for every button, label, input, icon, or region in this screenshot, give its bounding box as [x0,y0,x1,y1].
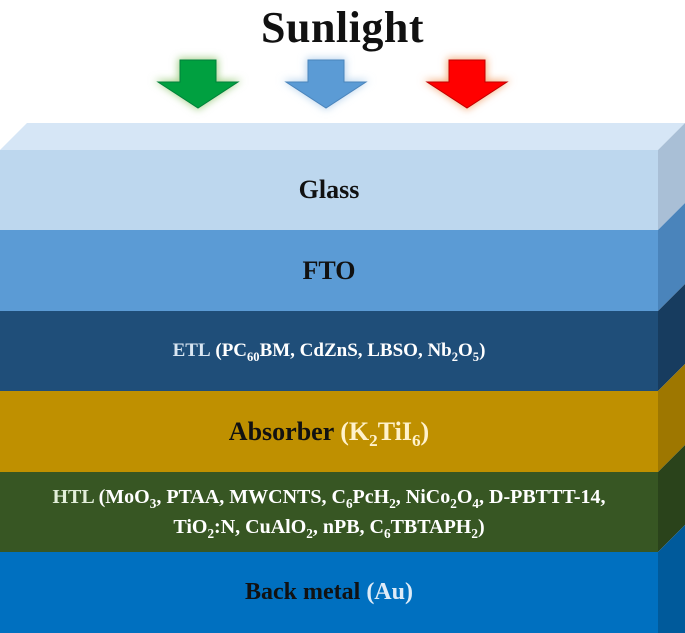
glass-label: Glass [298,175,360,204]
absorber-layer: Absorber (K2TiI6) [0,391,658,472]
diagram-title: Sunlight [261,3,424,52]
back-metal-label: Back metal [245,579,361,605]
etl-side-face [658,284,685,391]
fto-layer: FTO [0,230,658,311]
absorber-label: Absorber [228,416,334,446]
arrow-down-icon [154,58,242,110]
stack-top-face [0,123,685,150]
etl-layer: ETL (PC60BM, CdZnS, LBSO, Nb2O5) [0,311,658,391]
htl-side-face [658,445,685,552]
htl-label: HTL [52,486,94,508]
arrow-down-icon [423,58,511,110]
absorber-formula: (K2TiI6) [340,416,430,450]
absorber-side-face [658,364,685,472]
back-metal-material: (Au) [366,579,413,605]
glass-layer: Glass [0,150,658,230]
etl-text: ETL (PC60BM, CdZnS, LBSO, Nb2O5) [172,340,486,364]
back-metal-text: Back metal (Au) [245,579,413,606]
htl-layer: HTL (MoO3, PTAA, MWCNTS, C6PcH2, NiCo2O4… [0,472,658,552]
fto-side-face [658,203,685,311]
htl-text: HTL (MoO3, PTAA, MWCNTS, C6PcH2, NiCo2O4… [52,486,606,541]
glass-side-face [658,123,685,230]
fto-label: FTO [302,255,356,285]
absorber-text: Absorber (K2TiI6) [228,416,430,450]
etl-label: ETL [172,340,211,361]
back-metal-layer: Back metal (Au) [0,552,658,633]
back-metal-side-face [658,525,685,633]
arrow-down-icon [282,58,370,110]
